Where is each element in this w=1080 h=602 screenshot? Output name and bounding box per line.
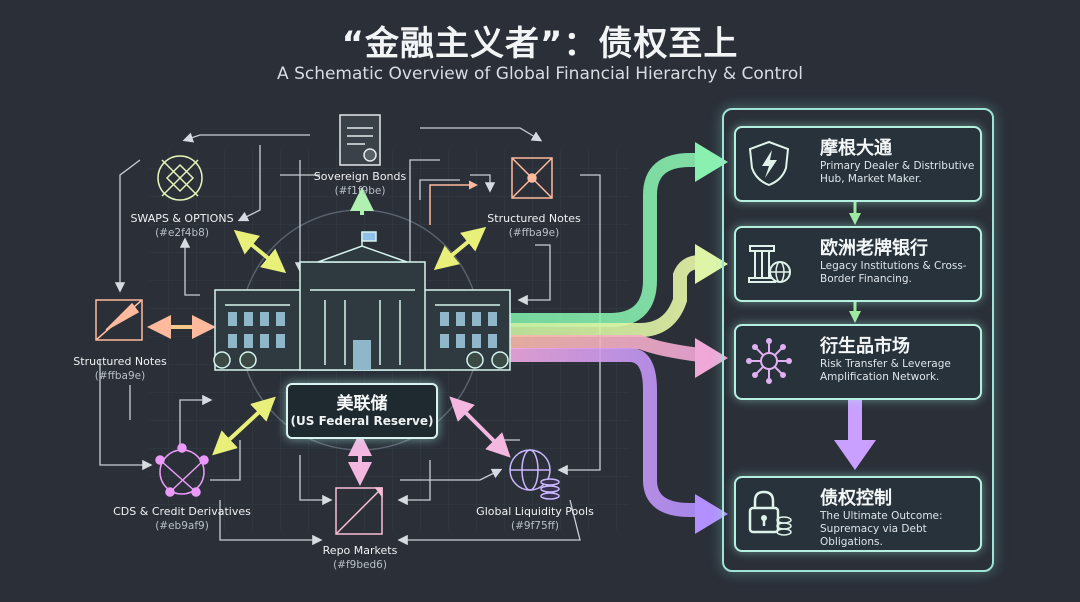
card-description: Primary Dealer & Distributive Hub, Marke… <box>820 160 975 185</box>
federal-reserve-name-cn: 美联储 <box>336 394 388 414</box>
flow-arrowheads <box>695 142 728 534</box>
repo-markets-name: Repo Markets <box>322 544 398 557</box>
sovereign-bonds-name: Sovereign Bonds <box>313 170 407 183</box>
sovereign-bonds-code: (#f1f9be) <box>334 185 386 197</box>
structured-notes-left-icon <box>95 299 143 341</box>
sovereign-bonds-icon <box>339 114 381 166</box>
column-globe-icon <box>748 245 791 283</box>
hierarchy-card-european-banks: 欧洲老牌银行 Legacy Institutions & Cross-Borde… <box>734 226 982 302</box>
swaps-options-code: (#e2f4b8) <box>155 227 209 239</box>
hierarchy-panel <box>722 108 994 572</box>
page-title: “金融主义者”：债权至上 <box>341 24 739 64</box>
page-subtitle: A Schematic Overview of Global Financial… <box>277 64 803 84</box>
card-title: 衍生品市场 <box>820 336 910 357</box>
global-liquidity-icon <box>509 449 560 500</box>
cds-name: CDS & Credit Derivatives <box>113 505 251 518</box>
liquidity-label: Global Liquidity Pools (#9f75ff) <box>470 505 600 533</box>
swaps-options-label: SWAPS & OPTIONS (#e2f4b8) <box>122 212 242 240</box>
cds-label: CDS & Credit Derivatives (#eb9af9) <box>112 505 252 533</box>
card-title: 债权控制 <box>820 488 892 509</box>
structured-notes-right-name: Structured Notes <box>487 212 581 225</box>
lock-coins-icon <box>748 490 792 536</box>
repo-markets-code: (#f9bed6) <box>333 559 387 571</box>
liquidity-code: (#9f75ff) <box>511 520 559 532</box>
panel-arrow-3-head <box>834 440 876 470</box>
repo-markets-icon <box>335 487 383 535</box>
structured-notes-right-code: (#ffba9e) <box>508 227 560 239</box>
card-title: 欧洲老牌银行 <box>820 238 928 259</box>
federal-reserve-building-icon <box>213 231 511 371</box>
federal-reserve-name-en: (US Federal Reserve) <box>290 414 434 428</box>
structured-notes-left-label: Structured Notes (#ffba9e) <box>60 355 180 383</box>
shield-lightning-icon <box>748 140 790 187</box>
cds-network-icon <box>155 443 209 497</box>
network-icon <box>746 338 792 384</box>
hierarchy-card-derivatives: 衍生品市场 Risk Transfer & Leverage Amplifica… <box>734 324 982 400</box>
structured-notes-left-code: (#ffba9e) <box>94 370 146 382</box>
card-description: Risk Transfer & Leverage Amplification N… <box>820 358 951 383</box>
structured-notes-left-name: Structured Notes <box>73 355 167 368</box>
structured-notes-right-label: Structured Notes (#ffba9e) <box>474 212 594 240</box>
bold-arrows <box>147 187 511 486</box>
card-description: Legacy Institutions & Cross-Border Finan… <box>820 260 967 285</box>
orange-thin-connector <box>429 180 478 225</box>
repo-markets-label: Repo Markets (#f9bed6) <box>300 544 420 572</box>
sovereign-bonds-label: Sovereign Bonds (#f1f9be) <box>300 170 420 198</box>
liquidity-name: Global Liquidity Pools <box>476 505 594 518</box>
swaps-options-name: SWAPS & OPTIONS <box>130 212 234 225</box>
cds-code: (#eb9af9) <box>155 520 209 532</box>
card-title: 摩根大通 <box>820 138 892 159</box>
flow-arrows <box>503 153 707 517</box>
card-description: The Ultimate Outcome: Supremacy via Debt… <box>820 510 943 548</box>
hierarchy-card-jpmorgan: 摩根大通 Primary Dealer & Distributive Hub, … <box>734 126 982 202</box>
hierarchy-card-debt-control: 债权控制 The Ultimate Outcome: Supremacy via… <box>734 476 982 552</box>
swaps-options-icon <box>157 155 203 201</box>
structured-notes-right-icon <box>511 157 553 199</box>
federal-reserve-label-box: 美联储 (US Federal Reserve) <box>286 383 438 439</box>
